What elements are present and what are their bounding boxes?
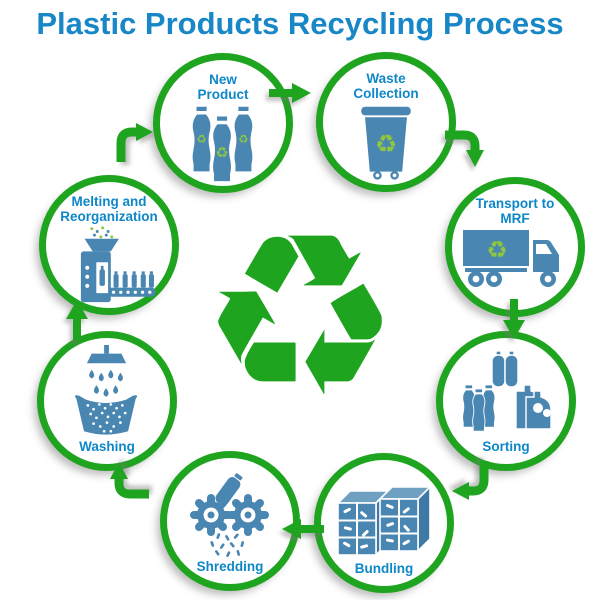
step-washing: Washing	[37, 331, 177, 471]
recycle-mark: ♻	[238, 133, 248, 146]
bales-icon	[336, 484, 432, 557]
bottles-icon: ♻ ♻ ♻	[191, 105, 254, 183]
arrow-washing-to-melting	[66, 300, 88, 340]
step-transport-mrf: Transport to MRF ♻	[445, 177, 585, 317]
step-label: Melting and Reorganization	[60, 194, 158, 225]
step-label: New Product	[197, 72, 249, 103]
recycle-mark: ♻	[196, 133, 206, 146]
step-label: Sorting	[482, 438, 530, 454]
truck-icon: ♻	[463, 230, 559, 288]
step-label: Transport to MRF	[475, 196, 555, 227]
step-waste-collection: Waste Collection ♻	[316, 52, 456, 192]
trash-bin-icon: ♻	[361, 107, 411, 180]
arrow-waste-to-transport	[445, 130, 484, 167]
recycle-mark: ♻	[215, 146, 228, 162]
arrow-new-to-waste	[269, 83, 311, 103]
step-sorting: Sorting	[436, 331, 576, 471]
arrow-melting-to-new	[116, 123, 153, 162]
step-label: Bundling	[354, 560, 414, 576]
melting-machine-icon	[80, 226, 156, 303]
step-label: Washing	[79, 438, 135, 454]
step-bundling: Bundling	[314, 453, 454, 593]
arrow-bundling-to-shredding	[282, 519, 324, 539]
washing-icon	[74, 344, 138, 435]
arrow-transport-to-sorting	[503, 299, 525, 339]
arrow-sorting-to-bundling	[452, 461, 489, 500]
step-melting: Melting and Reorganization	[39, 175, 179, 315]
step-shredding: Shredding	[160, 451, 300, 591]
step-new-product: New Product ♻ ♻ ♻	[153, 53, 293, 193]
page-title: Plastic Products Recycling Process	[36, 6, 564, 41]
arrow-shredding-to-washing	[110, 462, 149, 499]
step-label: Shredding	[196, 558, 264, 574]
recycling-symbol: ♻	[199, 186, 401, 448]
sorted-containers-icon	[462, 350, 552, 432]
step-label: Waste Collection	[353, 71, 419, 102]
shredder-icon	[190, 473, 269, 557]
recycle-mark: ♻	[486, 237, 508, 264]
recycle-mark: ♻	[375, 132, 397, 159]
